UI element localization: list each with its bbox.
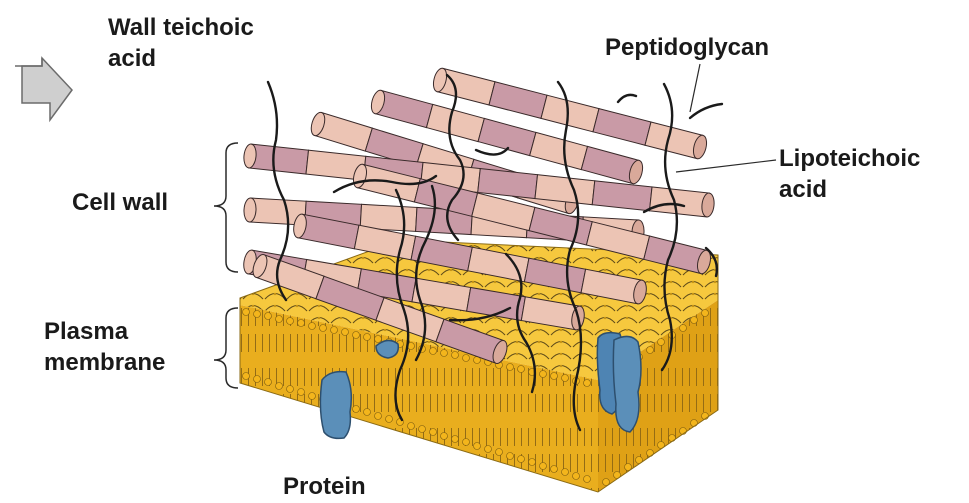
cell-wall-bracket xyxy=(214,143,238,272)
label-plasma-membrane-line1: Plasma xyxy=(44,316,165,347)
label-lipoteichoic-acid-line1: Lipoteichoic xyxy=(779,143,920,174)
label-wall-teichoic-acid: Wall teichoic acid xyxy=(108,12,254,74)
label-wall-teichoic-acid-line2: acid xyxy=(108,43,254,74)
label-plasma-membrane: Plasma membrane xyxy=(44,316,165,378)
arrow-icon xyxy=(15,58,72,120)
label-cell-wall-text: Cell wall xyxy=(72,187,168,218)
label-protein-text: Protein xyxy=(283,471,366,502)
label-peptidoglycan-text: Peptidoglycan xyxy=(605,32,769,63)
label-lipoteichoic-acid: Lipoteichoic acid xyxy=(779,143,920,205)
label-plasma-membrane-line2: membrane xyxy=(44,347,165,378)
label-peptidoglycan: Peptidoglycan xyxy=(605,32,769,63)
label-wall-teichoic-acid-line1: Wall teichoic xyxy=(108,12,254,43)
label-lipoteichoic-acid-line2: acid xyxy=(779,174,920,205)
plasma-membrane-bracket xyxy=(214,308,238,388)
protein-left xyxy=(320,372,351,439)
label-cell-wall: Cell wall xyxy=(72,187,168,218)
label-protein: Protein xyxy=(283,471,366,502)
